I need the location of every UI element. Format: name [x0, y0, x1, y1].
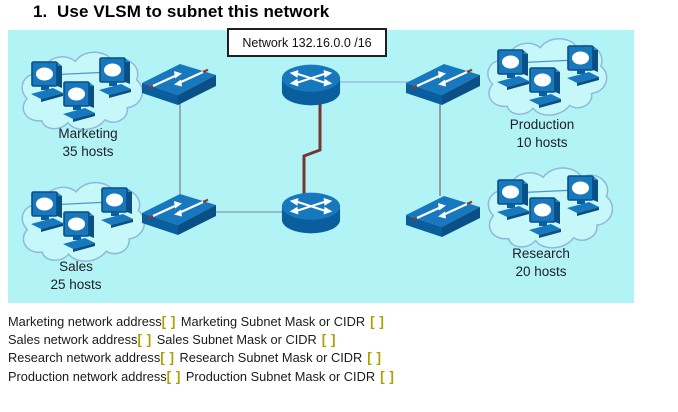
production-switch — [404, 62, 482, 106]
production-mask-field[interactable]: [ ] — [380, 368, 395, 384]
production-label: Production 10 hosts — [482, 116, 602, 152]
sales-cloud — [21, 181, 146, 262]
production-pc-3 — [566, 45, 600, 86]
research-cloud — [487, 167, 614, 249]
network-address-label: Network 132.16.0.0 /16 — [227, 28, 387, 57]
sales-pc-1 — [30, 191, 64, 232]
research-pc-3 — [566, 175, 600, 216]
sales-switch — [140, 192, 218, 236]
answer-row-research: Research network address[ ]Research Subn… — [8, 349, 394, 367]
exercise-title: 1. Use VLSM to subnet this network — [33, 2, 330, 21]
core-router-bottom — [280, 191, 342, 235]
marketing-pc-3 — [98, 57, 132, 98]
marketing-pc-2 — [62, 81, 96, 122]
marketing-switch — [140, 62, 218, 106]
marketing-address-field[interactable]: [ ] — [161, 314, 176, 329]
topology-canvas — [21, 37, 614, 262]
marketing-hosts: 35 hosts — [62, 144, 114, 159]
production-address-field[interactable]: [ ] — [166, 368, 181, 384]
sales-address-label: Sales network address — [8, 332, 138, 348]
sales-label: Sales 25 hosts — [16, 258, 136, 294]
production-address-label: Production network address — [8, 368, 167, 384]
research-hosts: 20 hosts — [515, 264, 567, 279]
production-mask-label: Production Subnet Mask or CIDR — [185, 368, 376, 384]
marketing-name: Marketing — [58, 126, 118, 141]
marketing-label: Marketing 35 hosts — [28, 125, 148, 161]
answer-row-production: Production network address[ ]Production … — [8, 368, 394, 386]
research-address-label: Research network address — [8, 350, 161, 366]
answers-section: Marketing network address[ ]Marketing Su… — [8, 313, 394, 386]
sales-mask-field[interactable]: [ ] — [321, 332, 336, 348]
marketing-address-label: Marketing network address — [8, 314, 162, 329]
research-pc-1 — [496, 179, 530, 220]
production-name: Production — [509, 117, 575, 132]
marketing-mask-field[interactable]: [ ] — [370, 314, 385, 329]
research-address-field[interactable]: [ ] — [160, 350, 175, 366]
sales-address-field[interactable]: [ ] — [137, 332, 152, 348]
research-mask-field[interactable]: [ ] — [367, 350, 382, 366]
sales-mask-label: Sales Subnet Mask or CIDR — [156, 332, 317, 348]
research-mask-label: Research Subnet Mask or CIDR — [179, 350, 363, 366]
production-cloud — [487, 37, 608, 116]
sales-pc-3 — [100, 187, 134, 228]
production-hosts: 10 hosts — [516, 135, 568, 150]
research-label: Research 20 hosts — [481, 245, 601, 281]
answer-row-marketing: Marketing network address[ ]Marketing Su… — [8, 313, 394, 331]
research-pc-2 — [528, 197, 562, 238]
sales-pc-2 — [62, 211, 96, 252]
research-name: Research — [512, 246, 570, 261]
research-switch — [404, 194, 482, 238]
sales-hosts: 25 hosts — [50, 277, 102, 292]
marketing-cloud — [21, 51, 144, 131]
sales-name: Sales — [59, 259, 93, 274]
answer-row-sales: Sales network address[ ]Sales Subnet Mas… — [8, 331, 394, 349]
marketing-mask-label: Marketing Subnet Mask or CIDR — [180, 314, 366, 329]
production-pc-2 — [528, 67, 562, 108]
core-router-top — [280, 63, 342, 107]
network-diagram: Network 132.16.0.0 /16 Marketing 35 host… — [8, 28, 634, 303]
serial-link — [302, 104, 322, 194]
marketing-pc-1 — [30, 61, 64, 102]
production-pc-1 — [496, 49, 530, 90]
